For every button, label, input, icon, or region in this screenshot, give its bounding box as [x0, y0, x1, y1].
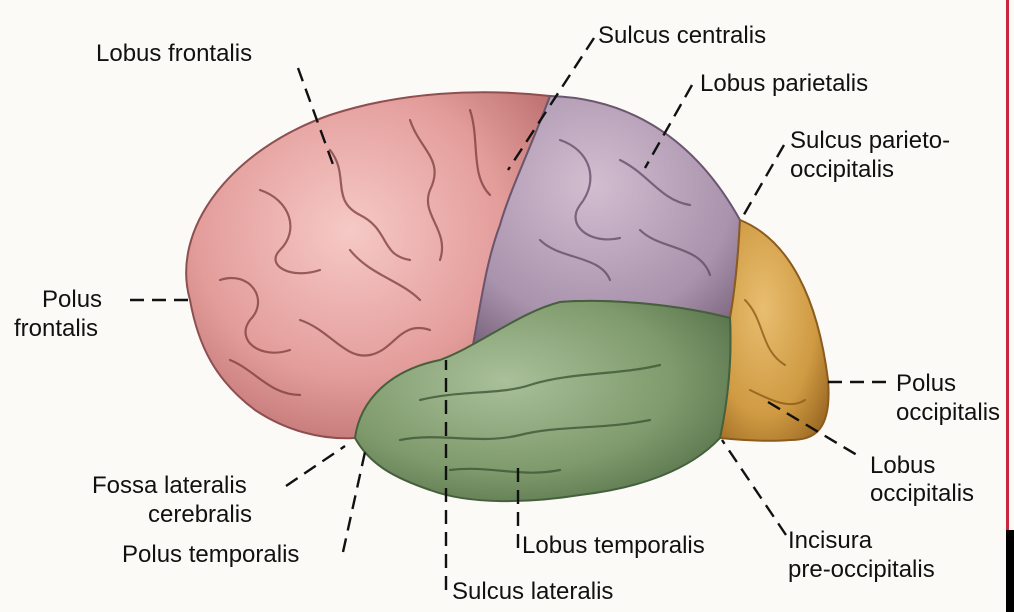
- label-sulcus-parieto-line2: occipitalis: [790, 156, 894, 184]
- label-lobus-temporalis: Lobus temporalis: [522, 532, 705, 560]
- label-lobus-occipitalis-line2: occipitalis: [870, 480, 974, 508]
- right-edge-red-border: [1006, 0, 1009, 530]
- label-polus-temporalis: Polus temporalis: [122, 541, 299, 569]
- label-sulcus-parieto-line1: Sulcus parieto-: [790, 127, 950, 155]
- label-lobus-parietalis: Lobus parietalis: [700, 70, 868, 98]
- label-fossa-line1: Fossa lateralis: [92, 472, 247, 500]
- right-edge-black-block: [1006, 530, 1014, 612]
- label-polus-occipitalis-line1: Polus: [896, 370, 956, 398]
- leader-incisura: [722, 440, 786, 535]
- label-incisura-line1: Incisura: [788, 527, 872, 555]
- label-lobus-frontalis: Lobus frontalis: [96, 40, 252, 68]
- label-polus-frontalis-line2: frontalis: [14, 315, 98, 343]
- leader-fossa: [286, 446, 345, 486]
- leader-sulcus-parieto: [742, 145, 784, 218]
- label-polus-frontalis-line1: Polus: [42, 286, 102, 314]
- label-sulcus-lateralis: Sulcus lateralis: [452, 578, 613, 606]
- label-sulcus-centralis: Sulcus centralis: [598, 22, 766, 50]
- label-lobus-occipitalis-line1: Lobus: [870, 452, 935, 480]
- label-fossa-line2: cerebralis: [148, 501, 252, 529]
- label-polus-occipitalis-line2: occipitalis: [896, 399, 1006, 427]
- label-incisura-line2: pre-occipitalis: [788, 556, 935, 584]
- leader-polus-temporalis: [343, 452, 365, 552]
